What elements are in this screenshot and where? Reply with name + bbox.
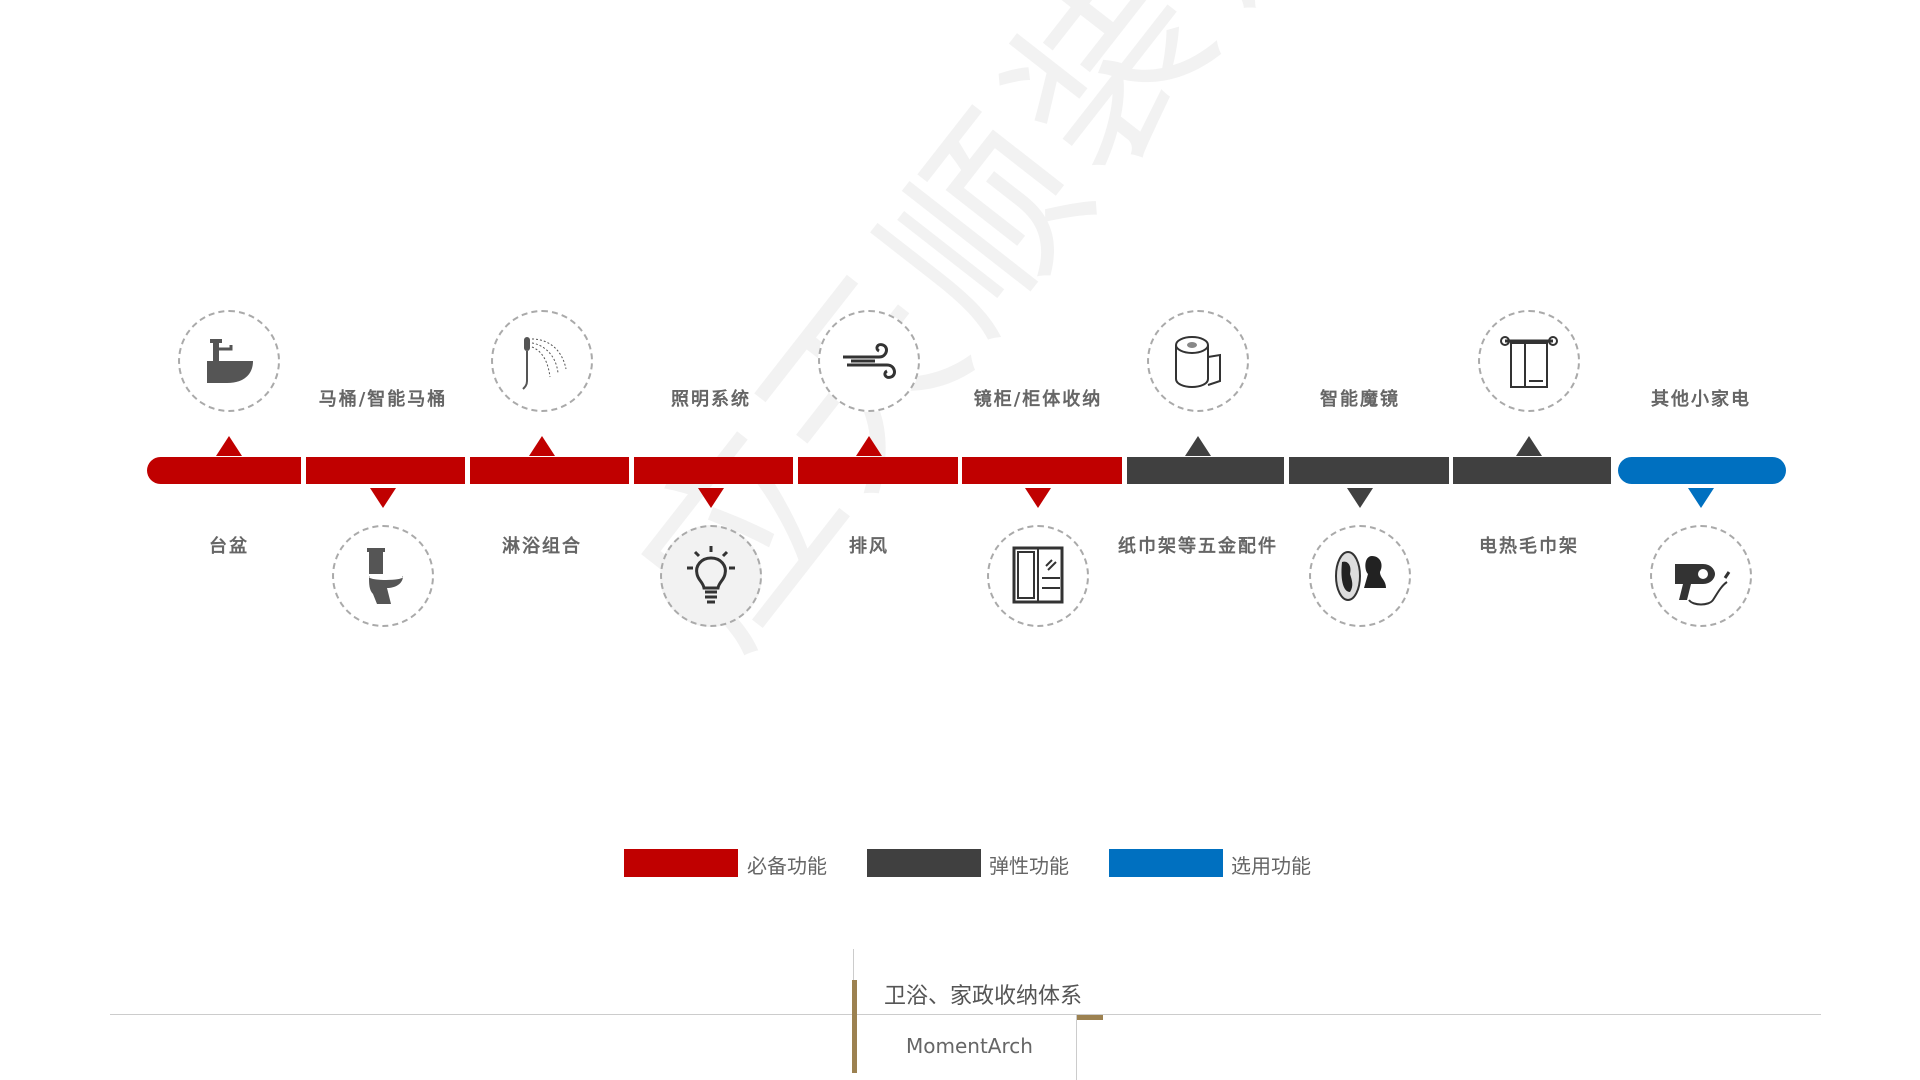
timeline-segment-required (470, 457, 629, 484)
footer-brand: MomentArch (906, 1034, 1033, 1058)
timeline-segment-optional (1618, 457, 1786, 484)
cabinet-icon (1012, 546, 1064, 604)
footer-thin-line (853, 949, 854, 981)
triangle-down-marker (1688, 488, 1714, 508)
item-label: 排风 (849, 536, 889, 557)
triangle-up-marker (529, 436, 555, 456)
legend-label-required: 必备功能 (747, 854, 827, 878)
item-label: 镜柜/柜体收纳 (973, 389, 1103, 410)
item-label: 台盆 (209, 536, 249, 557)
triangle-up-marker (1516, 436, 1542, 456)
icon-circle (332, 525, 434, 627)
footer-gold-tab (1077, 1015, 1103, 1020)
lightbulb-icon (687, 546, 735, 604)
footer-divider (110, 1014, 1821, 1015)
icon-circle (1309, 525, 1411, 627)
item-label: 纸巾架等五金配件 (1118, 536, 1278, 557)
triangle-up-marker (216, 436, 242, 456)
timeline-segment-required (798, 457, 958, 484)
footer-gold-accent (852, 980, 857, 1073)
legend-swatch-required (624, 849, 738, 877)
footer-title: 卫浴、家政收纳体系 (884, 984, 1083, 1009)
shower-icon (522, 337, 567, 390)
legend-label-flexible: 弹性功能 (989, 854, 1069, 878)
icon-circle (491, 310, 593, 412)
toilet-paper-icon (1175, 336, 1221, 389)
footer-thin-line-right (1076, 1014, 1077, 1080)
timeline-segment-flexible (1289, 457, 1449, 484)
timeline-segment-required (147, 457, 301, 484)
icon-circle (660, 525, 762, 627)
legend-label-optional: 选用功能 (1231, 854, 1311, 878)
icon-circle (1147, 310, 1249, 412)
legend-swatch-optional (1109, 849, 1223, 877)
triangle-down-marker (1347, 488, 1373, 508)
item-label: 马桶/智能马桶 (318, 389, 448, 410)
icon-circle (1478, 310, 1580, 412)
icon-circle (987, 525, 1089, 627)
item-label: 其他小家电 (1651, 389, 1751, 410)
icon-circle (178, 310, 280, 412)
triangle-down-marker (1025, 488, 1051, 508)
icon-circle (1650, 525, 1752, 627)
towel-rack-icon (1500, 336, 1558, 388)
item-label: 电热毛巾架 (1479, 536, 1579, 557)
timeline-segment-flexible (1453, 457, 1611, 484)
item-label: 照明系统 (671, 389, 751, 410)
timeline-segment-required (634, 457, 793, 484)
wind-icon (843, 343, 896, 379)
item-label: 淋浴组合 (502, 536, 582, 557)
triangle-up-marker (856, 436, 882, 456)
item-label: 智能魔镜 (1320, 389, 1400, 410)
triangle-up-marker (1185, 436, 1211, 456)
icon-circle (818, 310, 920, 412)
mirror-icon (1335, 551, 1386, 601)
triangle-down-marker (370, 488, 396, 508)
sink-icon (207, 339, 253, 383)
timeline-segment-required (306, 457, 465, 484)
timeline-segment-required (962, 457, 1122, 484)
legend-swatch-flexible (867, 849, 981, 877)
timeline-segment-flexible (1127, 457, 1284, 484)
hair-dryer-icon (1675, 564, 1731, 606)
triangle-down-marker (698, 488, 724, 508)
toilet-icon (367, 548, 403, 604)
